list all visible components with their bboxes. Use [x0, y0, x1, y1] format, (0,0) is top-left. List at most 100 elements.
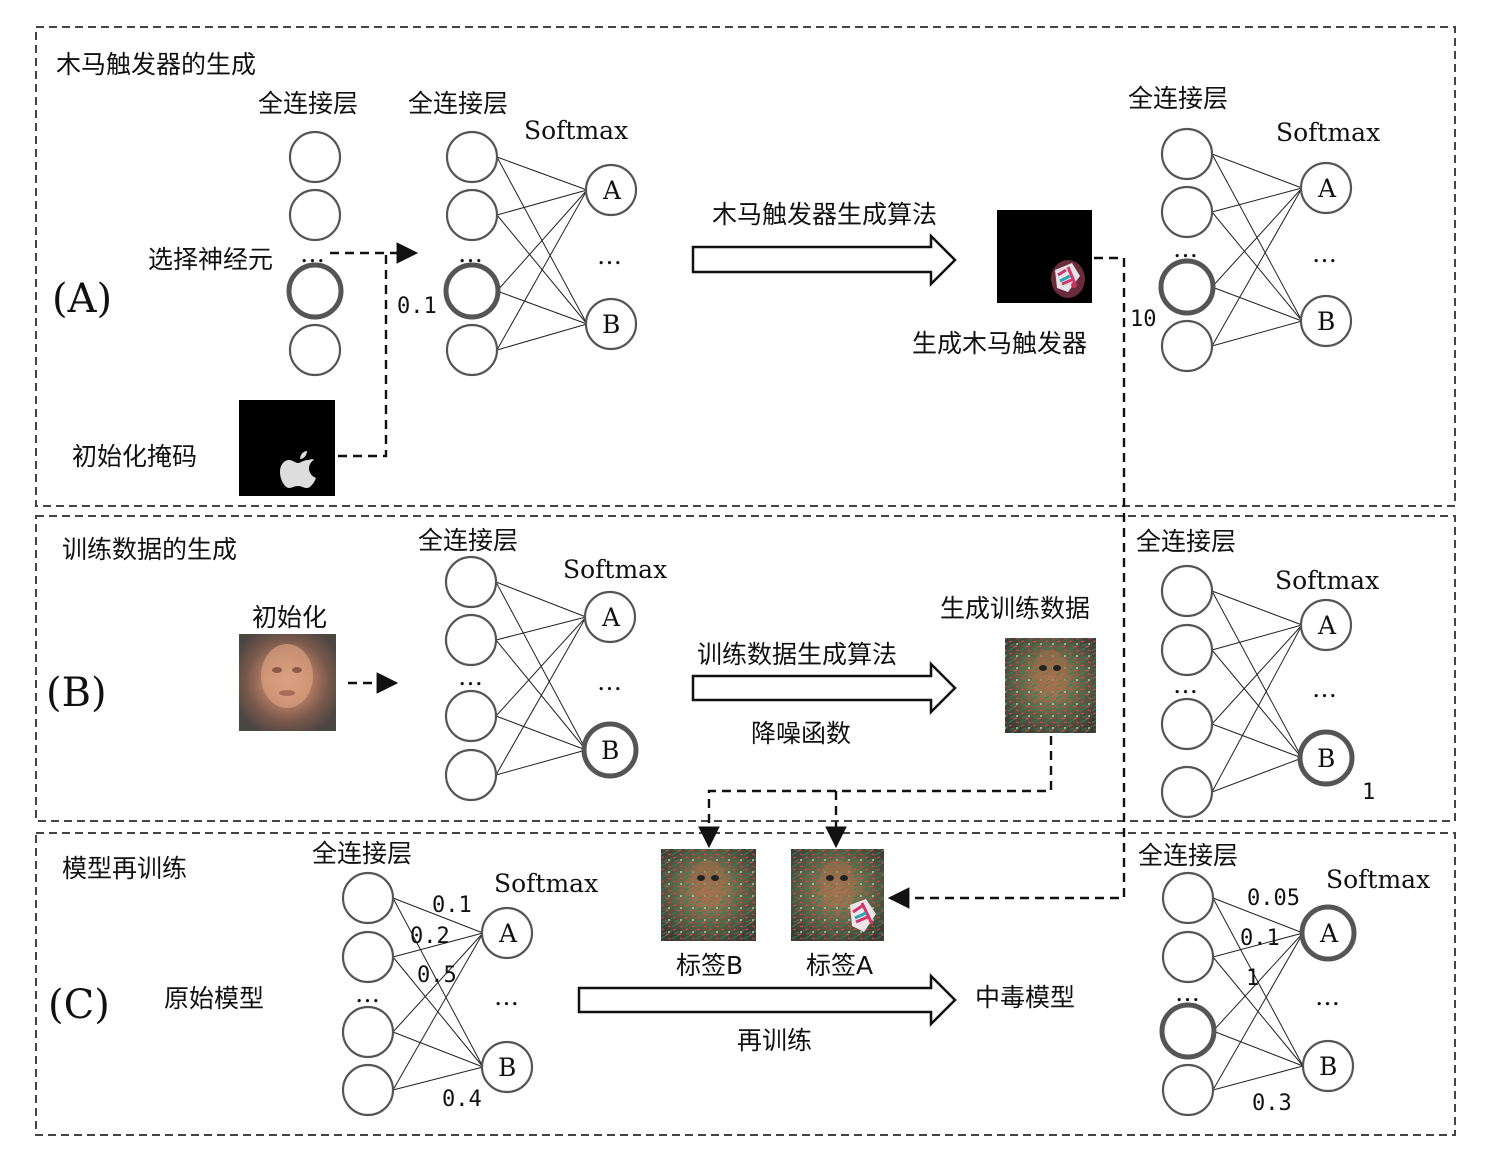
- panel-c-softmax-right: Softmax: [1326, 865, 1430, 894]
- panel-c-tag: (C): [48, 982, 110, 1028]
- panel-c-left-out-b: [480, 1040, 534, 1094]
- panel-a-left-neuron-1: [288, 130, 342, 184]
- panel-b-mid-out-dots: …: [597, 667, 622, 696]
- panel-b-right-neuron-4: [1160, 765, 1214, 819]
- panel-b-mid-neuron-4: [444, 748, 498, 802]
- panel-c-left-neuron-4: [341, 1063, 395, 1117]
- panel-a-algo: 木马触发器生成算法: [712, 200, 937, 229]
- panel-c-right-edges: [1212, 897, 1304, 1091]
- panel-a-algo-arrow: [691, 232, 957, 288]
- panel-a-right-edges: [1211, 153, 1303, 347]
- panel-c-right-out-a-label: A: [1319, 919, 1339, 948]
- panel-a-left-selected-neuron: [286, 262, 344, 320]
- panel-a-mid-out-dots: …: [597, 241, 622, 270]
- panel-b-title: 训练数据的生成: [62, 535, 237, 564]
- panel-a-weight-mid: 0.1: [397, 294, 437, 319]
- panel-a-weight-right: 10: [1130, 307, 1157, 332]
- panel-b-right-neuron-2: [1160, 623, 1214, 677]
- panel-b-right-out-a: [1299, 598, 1353, 652]
- panel-a-right-neuron-2: [1160, 185, 1214, 239]
- panel-a-softmax-right: Softmax: [1276, 118, 1380, 147]
- panel-c-weight-3: 0.5: [417, 963, 457, 988]
- panel-c-weight-2: 0.2: [410, 924, 450, 949]
- panel-a-mid-edges: [496, 156, 588, 351]
- panel-c-weight-1: 0.1: [432, 893, 472, 918]
- panel-c-right-out-a: [1299, 904, 1357, 962]
- panel-a-left-neuron-2: [288, 188, 342, 242]
- panel-a-gen-trigger: 生成木马触发器: [912, 329, 1087, 358]
- panel-a-mid-out-b: [584, 297, 638, 351]
- panel-c-right-weight-3: 1: [1246, 966, 1259, 991]
- panel-c-left-out-dots: …: [494, 982, 519, 1011]
- panel-b-right-out-b-label: B: [1317, 744, 1335, 773]
- panel-c-retrain-arrow: [577, 972, 957, 1028]
- panel-c-left-edges: [392, 897, 484, 1091]
- panel-a-mask-connector: [338, 253, 388, 458]
- panel-b-mid-neuron-1: [444, 555, 498, 609]
- face-image-icon: [239, 634, 336, 731]
- panel-c-weight-4: 0.4: [442, 1087, 482, 1112]
- panel-c-softmax-left: Softmax: [494, 869, 598, 898]
- panel-c-label-a-image: [791, 849, 884, 941]
- panel-b-algo-arrow: [691, 660, 957, 716]
- apple-logo-icon: [280, 451, 316, 488]
- panel-a-right-dots: …: [1173, 234, 1198, 263]
- panel-b-weight-right: 1: [1362, 780, 1375, 805]
- panel-a-softmax-mid: Softmax: [524, 116, 628, 145]
- panel-b-right-out-a-label: A: [1317, 611, 1337, 640]
- panel-b-mid-dots: …: [458, 662, 483, 691]
- panel-c-right-out-b: [1301, 1039, 1355, 1093]
- panel-c-right-selected-neuron: [1159, 1002, 1217, 1060]
- panel-b-fc-label-mid: 全连接层: [418, 526, 518, 555]
- panel-c-fc-label-right: 全连接层: [1138, 841, 1238, 870]
- panel-c-retrain: 再训练: [737, 1026, 812, 1055]
- panel-a-tag: (A): [52, 276, 112, 322]
- panel-c-left-out-a: [480, 906, 534, 960]
- panel-b-tag: (B): [46, 670, 107, 716]
- panel-a-mid-neuron-1: [445, 130, 499, 184]
- panel-a-title: 木马触发器的生成: [56, 50, 256, 79]
- panel-a-right-out-b-label: B: [1317, 307, 1335, 336]
- panel-a-mid-out-a: [584, 163, 638, 217]
- panel-b-init-image: [239, 634, 336, 731]
- panel-a-init-mask: 初始化掩码: [72, 442, 197, 471]
- panel-c-left-neuron-2: [341, 930, 395, 984]
- panel-b-init: 初始化: [252, 603, 327, 632]
- panel-b-to-labelB-connector: [698, 736, 1053, 849]
- panel-b-mid-out-a: [583, 590, 637, 644]
- panel-c-right-weight-4: 0.3: [1252, 1091, 1292, 1116]
- panel-b-right-out-b: [1297, 729, 1355, 787]
- panel-c-left-out-a-label: A: [498, 919, 518, 948]
- panel-a-right-selected-neuron: [1158, 258, 1216, 316]
- panel-a-right-neuron-1: [1160, 127, 1214, 181]
- panel-c-right-neuron-2: [1161, 930, 1215, 984]
- panel-a-right-out-dots: …: [1312, 239, 1337, 268]
- panel-c-right-neuron-4: [1161, 1063, 1215, 1117]
- panel-a-mid-out-a-label: A: [602, 176, 622, 205]
- panel-b-mid-out-b-label: B: [601, 736, 619, 765]
- panel-a-right-out-a: [1299, 161, 1353, 215]
- panel-c-left-neuron-1: [341, 871, 395, 925]
- panel-c-right-neuron-1: [1161, 871, 1215, 925]
- panel-c-right-out-b-label: B: [1319, 1052, 1337, 1081]
- panel-b-mid-out-a-label: A: [601, 603, 621, 632]
- panel-b-right-edges: [1211, 590, 1303, 793]
- panel-a-trigger-image: [997, 210, 1092, 303]
- panel-a-mid-neuron-2: [445, 188, 499, 242]
- panel-c-left-out-b-label: B: [498, 1053, 516, 1082]
- panel-c-right-dots: …: [1175, 978, 1200, 1007]
- panel-c-right-weight-1: 0.05: [1247, 886, 1300, 911]
- panel-b-right-out-dots: …: [1312, 674, 1337, 703]
- panel-c-title: 模型再训练: [62, 854, 187, 883]
- panel-c-label-a: 标签A: [806, 951, 873, 980]
- panel-c-label-b: 标签B: [676, 951, 743, 980]
- panel-b-mid-neuron-2: [444, 613, 498, 667]
- panel-a-right-out-a-label: A: [1317, 174, 1337, 203]
- panel-c-left-neuron-3: [341, 1005, 395, 1059]
- panel-b-right-dots: …: [1173, 670, 1198, 699]
- panel-a-fc-label-left: 全连接层: [258, 89, 358, 118]
- panel-c-frame: [35, 832, 1456, 1136]
- panel-b-mid-out-b: [581, 721, 639, 779]
- panel-b-softmax-mid: Softmax: [563, 555, 667, 584]
